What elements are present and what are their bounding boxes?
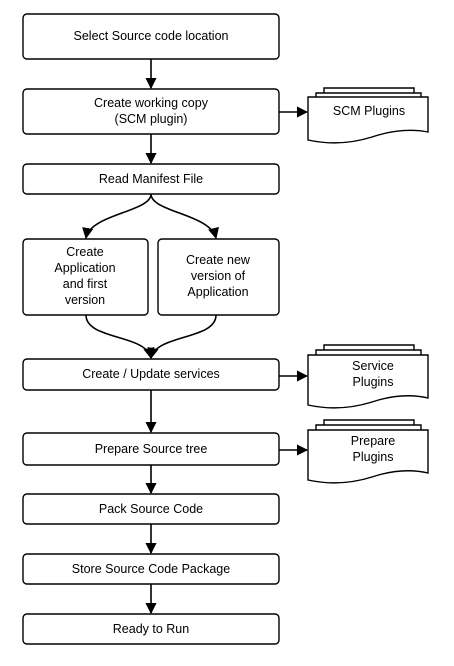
step-prepare-source-tree-box <box>22 432 280 466</box>
step-read-manifest-box <box>22 163 280 195</box>
prepare-plugins-doc-front <box>307 429 429 484</box>
step-create-version-label-1: Create new <box>186 253 251 267</box>
step-select-source-box <box>22 13 280 60</box>
edge-manifest-to-create-app <box>82 193 152 240</box>
prepare-plugins-stack: Prepare Plugins <box>307 419 429 484</box>
step-working-copy: Create working copy (SCM plugin) <box>22 88 280 135</box>
step-store-package-label: Store Source Code Package <box>72 562 230 576</box>
edge-create-app-to-services <box>85 314 155 360</box>
scm-plugins-label: SCM Plugins <box>333 104 405 118</box>
step-create-application-box <box>22 238 149 316</box>
step-read-manifest-label: Read Manifest File <box>99 172 203 186</box>
service-plugins-label-1: Service <box>352 359 394 373</box>
step-create-application: Create Application and first version <box>22 238 149 316</box>
step-store-package-box <box>22 553 280 585</box>
service-plugins-label-2: Plugins <box>353 375 394 389</box>
step-pack-source-code-label: Pack Source Code <box>99 502 203 516</box>
edge-manifest-to-create-version <box>150 193 219 240</box>
step-ready-to-run-box <box>22 613 280 645</box>
edge-create-version-to-services <box>147 314 217 360</box>
prepare-plugins-label-1: Prepare <box>351 434 396 448</box>
prepare-plugins-label-2: Plugins <box>353 450 394 464</box>
flow-edges <box>82 59 309 615</box>
step-select-source-label: Select Source code location <box>74 29 229 43</box>
step-pack-source-code: Pack Source Code <box>22 493 280 525</box>
step-ready-to-run-label: Ready to Run <box>113 622 189 636</box>
service-plugins-doc-front <box>307 354 429 409</box>
step-create-update-services: Create / Update services <box>22 358 280 391</box>
step-ready-to-run: Ready to Run <box>22 613 280 645</box>
step-working-copy-label-2: (SCM plugin) <box>115 112 188 126</box>
scm-plugins-stack: SCM Plugins <box>307 87 429 144</box>
step-create-version-box <box>157 238 280 316</box>
step-create-version-label-2: version of <box>191 269 246 283</box>
step-pack-source-code-box <box>22 493 280 525</box>
scm-plugins-doc-front <box>307 96 429 144</box>
step-read-manifest: Read Manifest File <box>22 163 280 195</box>
step-prepare-source-tree-label: Prepare Source tree <box>95 442 208 456</box>
step-prepare-source-tree: Prepare Source tree <box>22 432 280 466</box>
step-create-application-label-3: and first <box>63 277 108 291</box>
step-store-package: Store Source Code Package <box>22 553 280 585</box>
step-create-update-services-box <box>22 358 280 391</box>
step-create-version-label-3: Application <box>187 285 248 299</box>
service-plugins-stack: Service Plugins <box>307 344 429 409</box>
step-create-update-services-label: Create / Update services <box>82 367 220 381</box>
step-create-application-label-4: version <box>65 293 105 307</box>
step-create-application-label-1: Create <box>66 245 104 259</box>
step-create-application-label-2: Application <box>54 261 115 275</box>
step-working-copy-box <box>22 88 280 135</box>
step-working-copy-label-1: Create working copy <box>94 96 209 110</box>
step-select-source: Select Source code location <box>22 13 280 60</box>
step-create-version: Create new version of Application <box>157 238 280 316</box>
